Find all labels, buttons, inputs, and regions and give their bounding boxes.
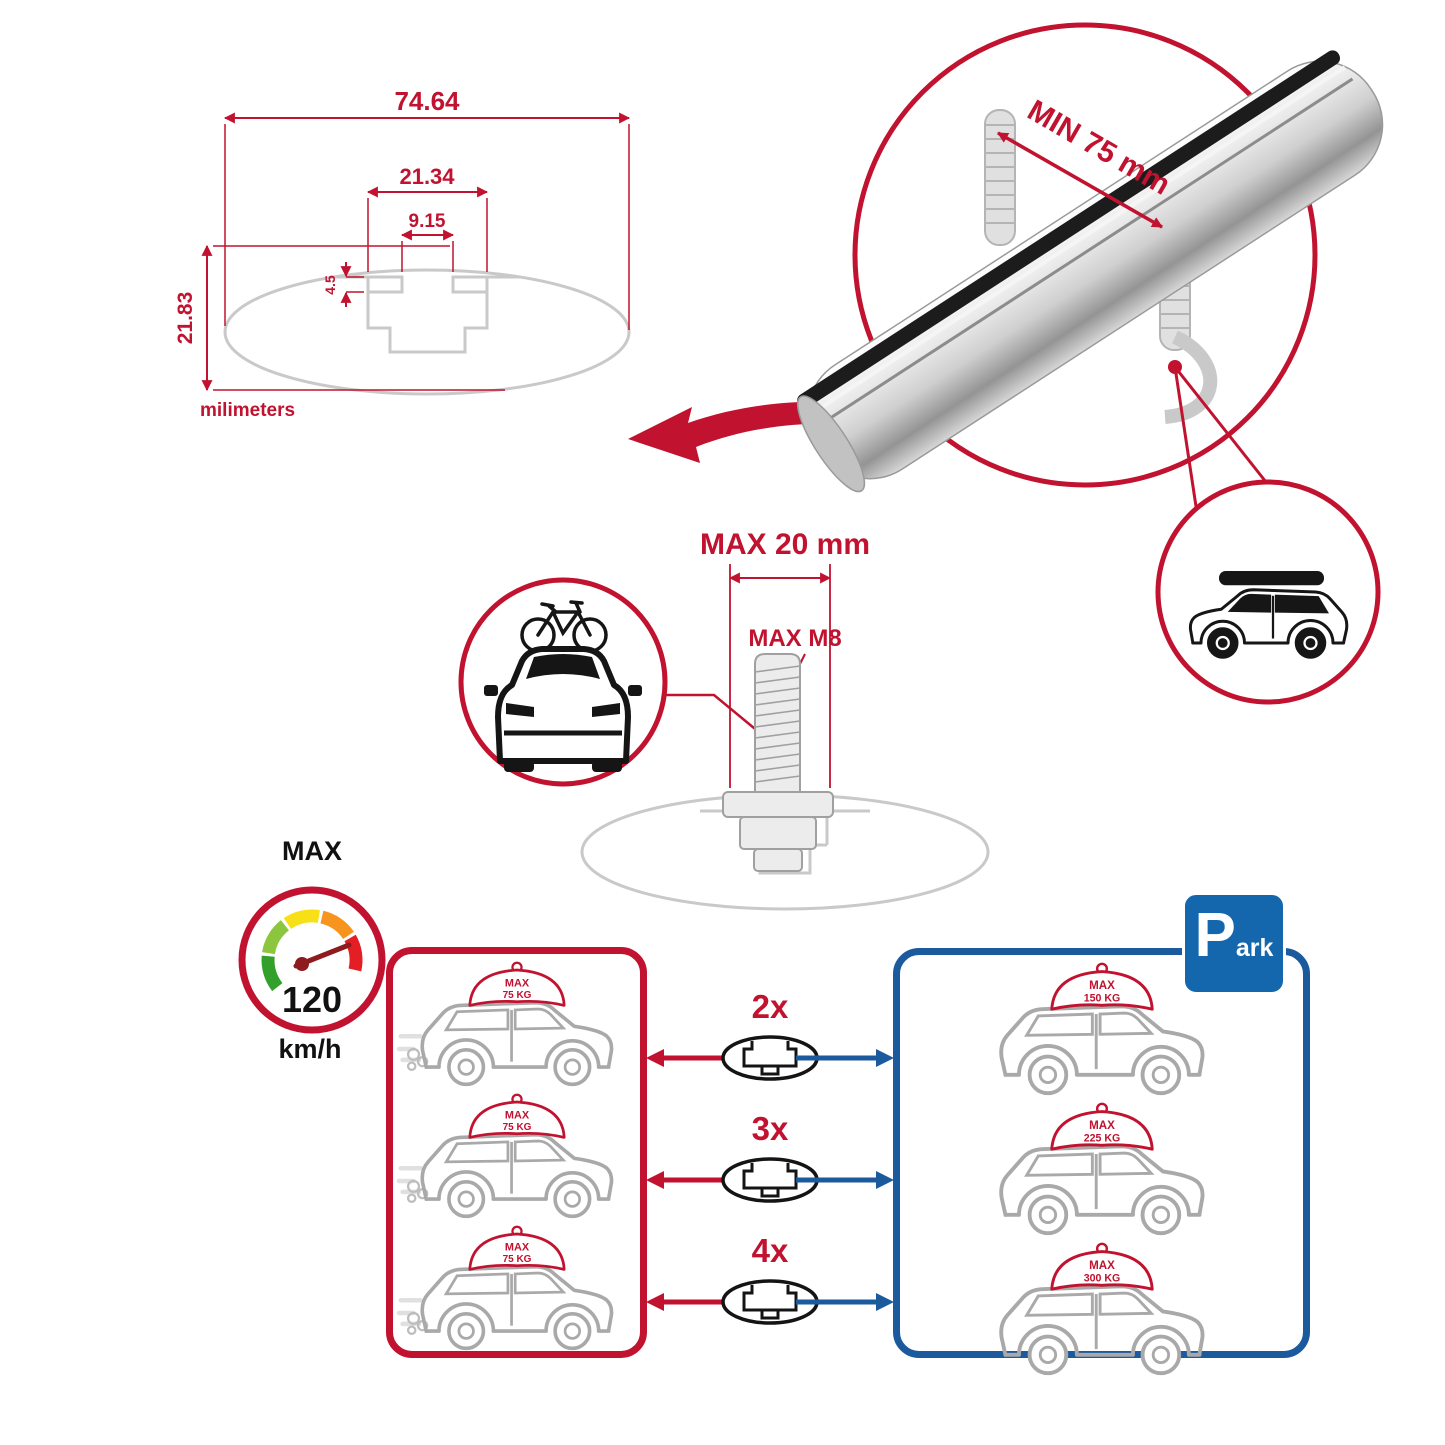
bar-count-label: 2x	[751, 988, 789, 1025]
bar-profile-slot	[742, 1163, 798, 1198]
bike-clearance-callout	[458, 577, 761, 787]
bolt-diagram: MAX 20 mm MAX M8	[700, 528, 870, 872]
suv-outline	[998, 1284, 1204, 1376]
dim-slot-width: 21.34	[366, 164, 489, 272]
roof-cargo: MAX 150 KG	[1049, 962, 1154, 1011]
car-with-cargo: MAX 75 KG	[396, 1225, 613, 1351]
dim-height: 21.83	[174, 244, 505, 392]
speed-value: 120	[282, 979, 342, 1020]
dim-height-label: 21.83	[174, 292, 197, 345]
car-with-cargo: MAX 300 KG	[998, 1242, 1204, 1376]
needle-pivot	[295, 957, 309, 971]
dim-width-outer: 74.64	[223, 86, 631, 330]
crossbar-closeup: MIN 75 mm	[628, 22, 1384, 705]
right-arrowhead	[876, 1049, 894, 1067]
speed-unit-label: km/h	[278, 1034, 341, 1064]
suv-with-roofbox	[1188, 571, 1349, 659]
max-length-label: MAX 20 mm	[700, 528, 870, 561]
cargo-max-label: MAX	[504, 1109, 529, 1121]
crossbar-image	[796, 50, 1384, 493]
bar-count-label: 3x	[751, 1110, 789, 1147]
dim-lip-depth-label: 4.5	[322, 275, 338, 295]
roof-cargo: MAX 300 KG	[1049, 1242, 1154, 1291]
bar-count-graphic	[646, 1157, 894, 1203]
bar-profile-slot	[742, 1285, 798, 1320]
max-thread-label: MAX M8	[748, 625, 841, 652]
bolt-illustration	[722, 653, 834, 872]
min-grip-arrow	[997, 131, 1163, 229]
speedometer: MAX 120 km/h	[238, 836, 386, 1064]
cargo-max-label: MAX	[504, 1241, 529, 1253]
roof-cargo: MAX 75 KG	[467, 1093, 566, 1139]
cargo-weight-label: 225 KG	[1083, 1132, 1120, 1144]
roof-box	[1219, 571, 1324, 586]
car-with-cargo: MAX 225 KG	[998, 1102, 1204, 1236]
speed-max-label: MAX	[282, 836, 342, 866]
car-with-cargo: MAX 150 KG	[998, 962, 1204, 1096]
dim-lip-depth: 4.5	[322, 262, 364, 307]
park-sign-ark: ark	[1235, 934, 1274, 962]
gauge-arc	[261, 909, 363, 992]
left-arrowhead	[646, 1293, 664, 1311]
cargo-weight-label: 300 KG	[1083, 1272, 1120, 1284]
cargo-weight-label: 75 KG	[502, 1122, 531, 1133]
suv-outline	[419, 1132, 613, 1219]
car-with-cargo: MAX 75 KG	[396, 961, 613, 1087]
roof-cargo: MAX 75 KG	[467, 961, 566, 1007]
length-dimension	[728, 564, 832, 788]
cargo-weight-label: 75 KG	[502, 990, 531, 1001]
car-front-silhouette	[484, 646, 642, 772]
dim-slot-width-label: 21.34	[399, 164, 455, 189]
vehicle-callout-circle	[1155, 479, 1381, 705]
units-label: milimeters	[200, 400, 295, 421]
car-with-cargo: MAX 75 KG	[396, 1093, 613, 1219]
bar-count-row: 2x	[644, 990, 896, 1088]
roof-cargo: MAX 75 KG	[467, 1225, 566, 1271]
callout-lines	[1173, 366, 1268, 514]
bar-count-graphic	[646, 1279, 894, 1325]
dim-width-outer-label: 74.64	[394, 86, 460, 116]
bar-count-graphic	[646, 1035, 894, 1081]
suv-outline	[419, 1000, 613, 1087]
park-sign-p: P	[1194, 901, 1236, 970]
dim-opening-width-label: 9.15	[409, 211, 446, 232]
dim-opening-width: 9.15	[400, 211, 455, 272]
cargo-max-label: MAX	[504, 977, 529, 989]
left-arrowhead	[646, 1049, 664, 1067]
bar-profile-outline	[223, 268, 631, 396]
roof-cargo: MAX 225 KG	[1049, 1102, 1154, 1151]
suv-outline	[998, 1004, 1204, 1096]
right-arrowhead	[876, 1171, 894, 1189]
callout-line	[664, 693, 761, 734]
suv-outline	[998, 1144, 1204, 1236]
cargo-weight-label: 75 KG	[502, 1254, 531, 1265]
suv-outline	[419, 1264, 613, 1351]
driving-panel: MAX 75 KG MAX 75 KG MAX 75 KG	[386, 947, 647, 1358]
cargo-max-label: MAX	[1089, 980, 1115, 992]
cargo-max-label: MAX	[1089, 1120, 1115, 1132]
parking-panel: MAX 150 KG MAX 225 KG MAX 300 KG	[893, 948, 1310, 1376]
cargo-max-label: MAX	[1089, 1260, 1115, 1272]
bar-count-row: 3x	[644, 1112, 896, 1210]
bar-count-row: 4x	[644, 1234, 896, 1332]
cargo-weight-label: 150 KG	[1083, 992, 1120, 1004]
bar-profile-slot	[742, 1041, 798, 1076]
bike-icon	[520, 600, 608, 653]
cross-section-diagram: 74.64 21.34 9.15 4.5 21.83 milimeters	[174, 86, 631, 421]
bar-count-label: 4x	[751, 1232, 789, 1269]
left-arrowhead	[646, 1171, 664, 1189]
right-arrowhead	[876, 1293, 894, 1311]
